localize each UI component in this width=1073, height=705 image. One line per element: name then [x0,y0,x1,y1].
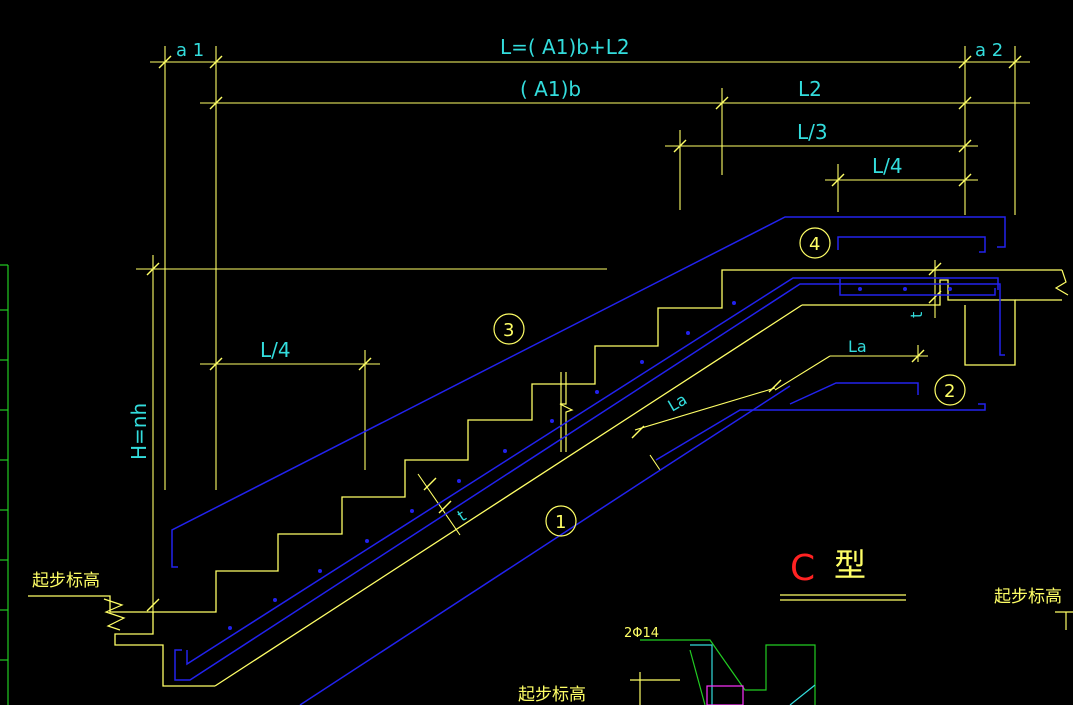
detail-cyan-diag [789,684,816,705]
label-start-elev-left: 起步标高 [32,571,100,591]
break-symbol-left [103,598,126,631]
bar-mark-circle-4 [799,227,831,259]
rebar-2-top [789,382,919,405]
label-start-elev-bottom: 起步标高 [518,685,586,705]
rebar-landing [839,279,996,296]
rebar-diagonal-lower-2 [644,385,791,481]
dimension-lines [136,46,1030,620]
bar-mark-circle-3 [493,313,525,345]
dim-text-a2: a 2 [975,40,1003,61]
bar-mark-2: 2 [944,381,955,402]
dim-text-t-slab: t [454,506,470,525]
break-symbol-right [1054,269,1069,296]
bar-mark-1: 1 [555,512,566,533]
dim-text-la-lower: La [665,390,691,416]
title-letter: C [790,548,815,589]
annotations: a 1 L=( A1)b+L2 a 2 ( A1)b L2 L/3 L/4 L/… [32,35,1062,705]
dim-text-a1: a 1 [176,40,204,61]
rebar-4 [837,236,986,253]
detail-magenta-box [706,685,744,705]
ground-left [28,595,153,613]
title-underline [780,594,906,601]
label-rebar-spec: 2Φ14 [624,626,659,641]
rebar-diagonal-lower [299,479,646,705]
bar-mark-circles [493,227,966,537]
break-symbols [103,269,1069,631]
dim-line-la-upper [774,355,831,391]
break-symbol-mid [559,372,574,452]
bar-mark-3: 3 [503,320,514,341]
dim-text-flight: ( A1)b [520,77,581,101]
dim-text-la-upper: La [848,337,867,356]
label-start-elev-right: 起步标高 [994,587,1062,607]
dim-line-t-slab [417,473,461,536]
stair-base-outline [114,612,215,687]
title-suffix: 型 [834,546,866,584]
detail-green-outline [640,639,816,705]
rebar-3 [171,216,1006,568]
detail-cyan-outline [690,644,713,705]
rebars [171,216,1006,705]
bar-mark-circle-1 [545,505,577,537]
stair-outline [28,269,1062,687]
dim-text-l2: L2 [798,77,822,101]
dim-text-l3: L/3 [797,120,828,144]
dim-text-height: H=nh [127,403,151,460]
dim-text-t-landing: t [907,312,926,318]
left-ruler [0,264,9,705]
dim-ext-la-lower [649,454,661,471]
detail-green-slope [689,649,706,705]
dim-text-total: L=( A1)b+L2 [500,35,630,59]
stair-soffit-line [214,304,803,687]
landing-outline [802,279,1016,366]
dim-ticks [146,55,1022,612]
rebar-dots [228,287,952,630]
stair-steps-line [153,269,1062,613]
bar-mark-4: 4 [809,234,820,255]
dim-text-l4-left: L/4 [260,338,291,362]
rebar-1 [174,283,1005,681]
bottom-detail [630,611,1073,705]
bar-mark-circle-2 [934,374,966,406]
rebar-2 [655,403,986,461]
dim-line-la-lower [634,387,776,431]
rebar-1-inner [186,277,999,666]
dim-text-l4-top: L/4 [872,154,903,178]
